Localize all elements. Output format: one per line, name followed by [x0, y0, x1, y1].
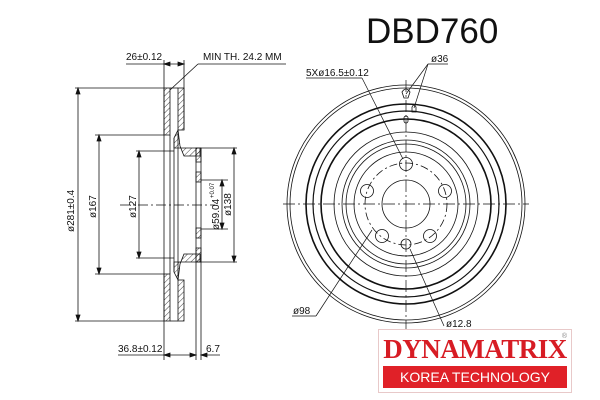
dim-bolt-holes: 5Xø16.5±0.12: [306, 68, 369, 79]
dim-friction-inner-diameter: ø167: [88, 195, 99, 218]
dim-total-height: 36.8±0.12: [118, 344, 163, 355]
brand-name: DYNAMATRIX: [383, 334, 567, 364]
dim-hat-offset: 26±0.12: [126, 52, 163, 63]
registered-mark: ®: [561, 333, 567, 340]
dim-hole-angle: ø36: [431, 54, 449, 65]
dim-center-bore: ø59.04: [211, 198, 222, 230]
dim-outer-diameter: ø281±0.4: [66, 189, 77, 232]
dim-hat-thickness: 6.7: [206, 344, 220, 355]
dim-min-thickness: MIN TH. 24.2 MM: [203, 52, 282, 63]
part-number-title: DBD760: [366, 12, 499, 51]
dim-pcd: ø98: [293, 306, 311, 317]
dim-hat-outer-diameter: ø138: [223, 193, 234, 216]
dim-center-bore-tol-upper: +0.07: [210, 182, 216, 198]
dim-hat-inner-diameter: ø127: [128, 195, 139, 218]
brand-logo: DYNAMATRIX ® KOREA TECHNOLOGY: [378, 329, 572, 393]
front-view: [283, 63, 529, 330]
dim-locating-hole: ø12.8: [446, 319, 472, 330]
side-view: [75, 60, 286, 360]
brand-tagline: KOREA TECHNOLOGY: [383, 366, 567, 388]
